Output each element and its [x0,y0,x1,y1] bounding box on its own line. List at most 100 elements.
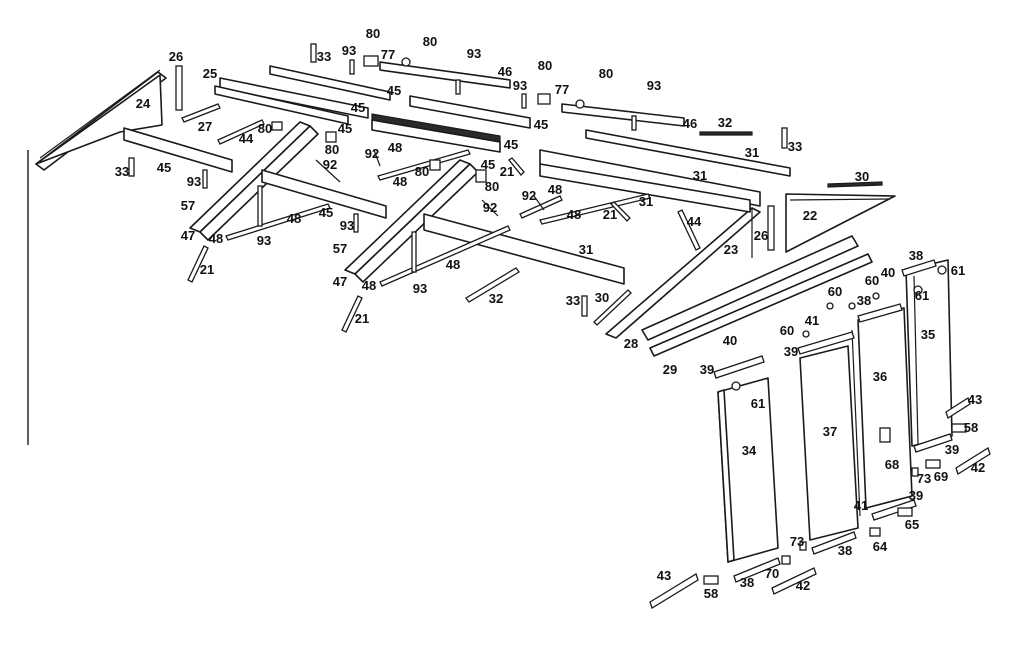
part-42-rail-bottom [771,567,817,595]
part-label: 47 [333,274,347,289]
part-label: 80 [538,58,552,73]
part-39-rail-c [871,499,917,521]
part-92-brace-b [373,149,381,167]
part-label: 65 [905,517,919,532]
part-label: 80 [415,164,429,179]
part-label: 32 [718,115,732,130]
part-label: 70 [765,566,779,581]
part-label: 60 [780,323,794,338]
part-80-fitting-e [429,159,441,171]
part-label: 57 [333,241,347,256]
part-44-bar-left [217,119,265,145]
part-37-panel [799,345,859,541]
part-label: 31 [579,242,593,257]
part-73-clip-a [911,467,919,477]
part-label: 23 [724,242,738,257]
part-38-rail-top [901,259,937,277]
part-93-clip-a [349,59,355,75]
part-label: 39 [909,488,923,503]
part-label: 38 [838,543,852,558]
part-label: 32 [489,291,503,306]
part-80-fitting-b [575,99,585,109]
part-label: 40 [881,265,895,280]
part-21-strut-a [187,245,209,283]
part-label: 61 [915,288,929,303]
part-29-eave-channel [649,253,873,357]
part-80-fitting-f [475,169,487,183]
part-label: 31 [693,168,707,183]
part-label: 30 [595,290,609,305]
part-label: 33 [317,49,331,64]
part-33-post-a [310,43,317,63]
part-label: 21 [500,164,514,179]
part-label: 92 [323,157,337,172]
part-label: 42 [971,460,985,475]
part-label: 93 [340,218,354,233]
part-label: 68 [885,457,899,472]
part-label: 80 [366,26,380,41]
part-label: 36 [873,369,887,384]
part-31-mid-beam [423,213,625,285]
part-label: 43 [968,392,982,407]
part-label: 37 [823,424,837,439]
part-label: 43 [657,568,671,583]
part-34-panel-edge [717,389,735,563]
part-80-fitting-c [271,121,283,131]
part-label: 33 [115,164,129,179]
part-label: 73 [790,534,804,549]
part-70-clip [781,555,791,565]
part-label: 39 [945,442,959,457]
part-45-purlin-c [409,95,531,129]
part-38-rail-mid [857,303,903,323]
part-label: 92 [365,146,379,161]
part-93-clip-f [257,185,263,227]
part-64-block [869,527,881,537]
part-label: 93 [187,174,201,189]
part-label: 44 [239,131,254,146]
part-31-beam-top [585,129,791,177]
part-label: 61 [751,396,765,411]
part-label: 93 [513,78,527,93]
part-45-side-rail [123,127,233,173]
part-60-roller-c [872,292,880,300]
part-label: 47 [181,228,195,243]
part-35-panel-line [913,275,919,445]
part-42-rail-right [955,447,991,475]
part-label: 77 [555,82,569,97]
part-57-rafter-left-b [199,125,319,241]
part-65-block [897,507,913,517]
part-label: 60 [865,273,879,288]
part-38-rail-bottom-a [733,557,781,583]
part-68-latch [879,427,891,443]
part-label: 22 [803,208,817,223]
part-45-purlin-b [214,85,349,125]
part-36-panel [857,307,913,509]
part-26-post-right [767,205,775,251]
part-label: 80 [258,121,272,136]
part-77-bracket-b [537,93,551,105]
part-label: 30 [855,169,869,184]
part-label: 92 [483,200,497,215]
part-27-bar [181,103,221,123]
part-61-knob-c [913,285,923,295]
part-label: 48 [362,278,376,293]
part-label: 93 [257,233,271,248]
part-93-clip-e [202,169,208,189]
part-48-brace-upper [519,195,563,219]
part-93-clip-g [353,213,359,233]
part-24-gable-edge [39,69,161,159]
part-92-brace-c [481,199,499,217]
part-25-ridge-channel [219,77,369,119]
part-label: 31 [745,145,759,160]
part-label: 69 [934,469,948,484]
part-label: 92 [522,188,536,203]
part-80-fitting-a [401,57,411,67]
part-label: 64 [873,539,888,554]
part-label: 93 [413,281,427,296]
part-label: 33 [566,293,580,308]
part-21-strut-b [341,295,363,333]
part-label: 80 [485,179,499,194]
part-77-bracket-a [363,55,379,67]
